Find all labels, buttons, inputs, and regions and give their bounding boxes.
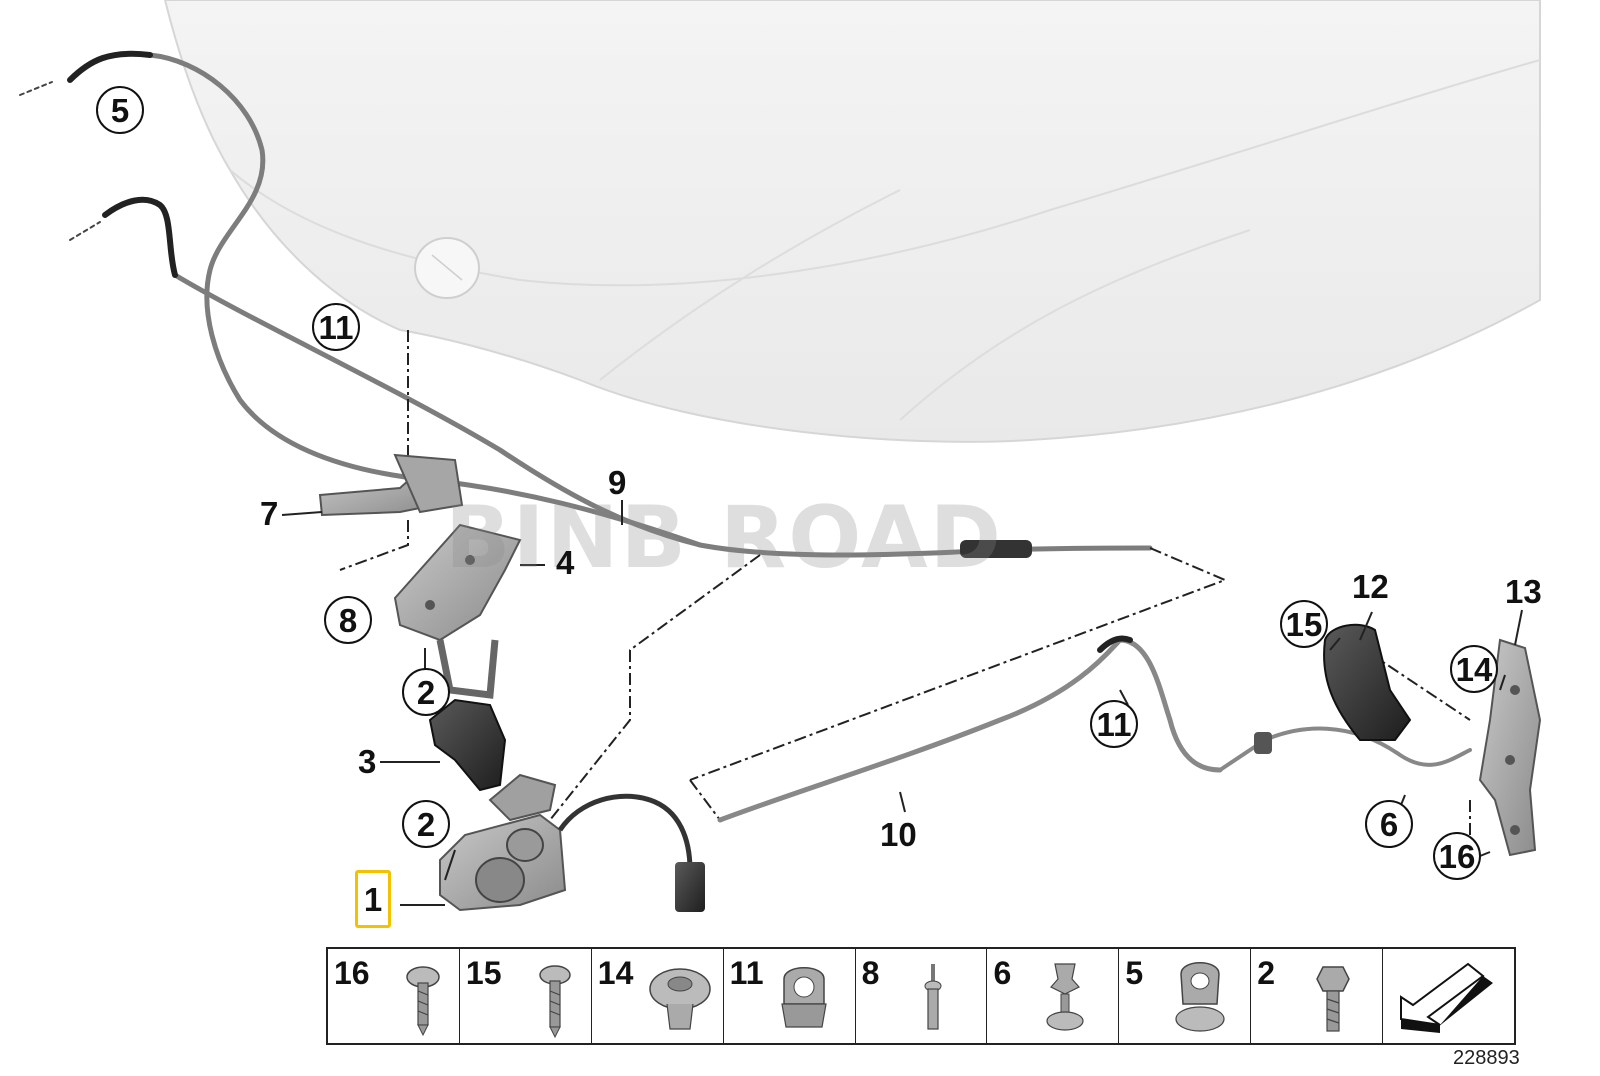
callout-16: 16 bbox=[1433, 832, 1481, 880]
legend-cell-15: 15 bbox=[460, 949, 592, 1043]
clip-icon bbox=[1046, 963, 1085, 1031]
direction-arrow-icon bbox=[1400, 962, 1494, 1033]
legend-cell-11: 11 bbox=[724, 949, 856, 1043]
diagram-number: 228893 bbox=[1453, 1047, 1520, 1069]
legend-number: 14 bbox=[597, 955, 634, 991]
legend-cell-6: 6 bbox=[987, 949, 1120, 1043]
safety-catch-3 bbox=[428, 698, 507, 792]
screw-icon bbox=[539, 965, 571, 1039]
fastener-legend: 16 15 14 11 bbox=[326, 947, 1516, 1045]
callout-11-top: 11 bbox=[312, 303, 360, 351]
legend-number: 15 bbox=[465, 955, 502, 991]
callout-11-right: 11 bbox=[1090, 700, 1138, 748]
legend-number: 8 bbox=[861, 955, 880, 991]
legend-number: 5 bbox=[1125, 955, 1144, 991]
torx-screw-icon bbox=[406, 966, 440, 1037]
legend-cell-2: 2 bbox=[1251, 949, 1384, 1043]
bowden-cable-10 bbox=[717, 635, 1472, 823]
callout-13: 13 bbox=[1505, 573, 1542, 610]
bracket-13 bbox=[1478, 638, 1542, 857]
callout-3: 3 bbox=[358, 743, 377, 780]
legend-cell-8: 8 bbox=[856, 949, 988, 1043]
callout-9: 9 bbox=[608, 464, 627, 501]
callout-2-upper: 2 bbox=[402, 668, 450, 716]
hood-lock-1 bbox=[439, 773, 705, 912]
callout-15: 15 bbox=[1280, 600, 1328, 648]
cover-12 bbox=[1323, 623, 1412, 741]
release-lever-7 bbox=[318, 453, 464, 517]
hood-panel bbox=[163, 0, 1541, 443]
legend-cell-16: 16 bbox=[328, 949, 460, 1043]
callout-1-highlighted: 1 bbox=[355, 870, 391, 928]
cable-clip-icon bbox=[1175, 962, 1225, 1032]
callout-6: 6 bbox=[1365, 800, 1413, 848]
callout-12: 12 bbox=[1352, 568, 1389, 605]
bowden-cable-9 bbox=[69, 196, 1153, 558]
callout-2-lower: 2 bbox=[402, 800, 450, 848]
callout-4: 4 bbox=[556, 544, 575, 581]
legend-number: 16 bbox=[334, 955, 370, 991]
bracket-4 bbox=[393, 523, 522, 699]
legend-number: 2 bbox=[1257, 955, 1276, 991]
callout-7: 7 bbox=[260, 495, 279, 532]
cable-holder-icon bbox=[780, 967, 827, 1028]
callout-5: 5 bbox=[96, 86, 144, 134]
watermark-text: BINB ROAD bbox=[445, 488, 1003, 588]
rivet-icon bbox=[924, 964, 942, 1030]
legend-number: 6 bbox=[993, 955, 1012, 991]
legend-cell-14: 14 bbox=[592, 949, 724, 1043]
bowden-cable-5 bbox=[19, 50, 703, 548]
legend-cell-5: 5 bbox=[1119, 949, 1252, 1043]
callout-8: 8 bbox=[324, 596, 372, 644]
callout-14: 14 bbox=[1450, 645, 1498, 693]
plastic-nut-icon bbox=[649, 968, 711, 1030]
legend-cell-arrow bbox=[1383, 949, 1514, 1043]
hex-bolt-icon bbox=[1316, 966, 1351, 1032]
legend-number: 11 bbox=[729, 955, 764, 991]
callout-10: 10 bbox=[880, 816, 917, 853]
